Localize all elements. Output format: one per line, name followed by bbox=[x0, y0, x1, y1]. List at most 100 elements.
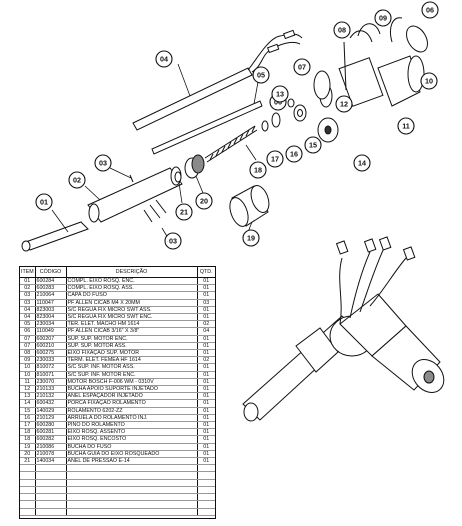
cell-qty: 01 bbox=[197, 428, 215, 437]
cell-qty: 01 bbox=[197, 385, 215, 394]
cell-code: 600432 bbox=[35, 399, 67, 408]
cell-description: ANEL ESPAÇADOR INJETADO bbox=[66, 392, 198, 401]
cell-blank bbox=[197, 479, 215, 487]
cell-blank bbox=[197, 486, 215, 495]
cell-description: TER. ELET. MACHO HM 1614 bbox=[66, 320, 198, 329]
cell-code: 600210 bbox=[35, 342, 67, 351]
svg-text:11: 11 bbox=[402, 122, 410, 131]
callout-11: 11 bbox=[397, 117, 415, 135]
part-21-ring bbox=[174, 171, 183, 204]
table-row-blank bbox=[20, 486, 215, 495]
cell-item: 10 bbox=[20, 371, 36, 379]
cell-code: 210133 bbox=[35, 385, 67, 394]
cell-code: 140029 bbox=[35, 407, 67, 415]
cell-qty: 01 bbox=[197, 407, 215, 415]
cell-qty: 01 bbox=[197, 443, 215, 451]
cell-code: 810072 bbox=[35, 363, 67, 372]
cell-code: 810071 bbox=[35, 371, 67, 379]
svg-text:15: 15 bbox=[309, 141, 317, 150]
table-row-blank bbox=[20, 508, 215, 516]
cell-item: 03 bbox=[20, 291, 36, 300]
part-01-rod bbox=[21, 209, 89, 252]
cell-qty: 01 bbox=[197, 277, 215, 286]
callout-19: 19 bbox=[242, 229, 260, 247]
cell-item: 11 bbox=[20, 378, 36, 387]
part-13-spacer bbox=[287, 98, 295, 108]
cell-code: 600284 bbox=[35, 277, 67, 286]
cell-item: 10 bbox=[20, 363, 36, 372]
cell-item: 07 bbox=[20, 335, 36, 343]
callout-03: 03 bbox=[164, 232, 182, 250]
cell-item: 15 bbox=[20, 407, 36, 415]
cell-code: 823003 bbox=[35, 306, 67, 315]
cell-description: BUCHA DO FUSO bbox=[66, 443, 198, 451]
cell-qty: 01 bbox=[197, 450, 215, 459]
cell-code: 600207 bbox=[35, 335, 67, 343]
svg-text:05: 05 bbox=[257, 71, 265, 80]
cell-qty: 01 bbox=[197, 349, 215, 358]
cell-blank bbox=[66, 486, 198, 495]
table-row-blank bbox=[20, 464, 215, 473]
cell-description: EIXO ROSQ. ENCOSTO bbox=[66, 435, 198, 444]
part-16-washer bbox=[271, 112, 281, 128]
cell-item: 03 bbox=[20, 299, 36, 307]
svg-text:03: 03 bbox=[169, 237, 177, 246]
cell-item: 04 bbox=[20, 306, 36, 315]
cell-blank bbox=[35, 486, 67, 495]
svg-text:21: 21 bbox=[180, 208, 188, 217]
part-20-nut bbox=[184, 154, 205, 194]
svg-text:12: 12 bbox=[340, 100, 348, 109]
cell-qty: 01 bbox=[197, 342, 215, 351]
cell-item: 19 bbox=[20, 443, 36, 451]
part-19-bushing bbox=[229, 185, 270, 233]
cell-qty: 01 bbox=[197, 378, 215, 387]
cell-qty: 01 bbox=[197, 399, 215, 408]
cell-blank bbox=[35, 500, 67, 509]
svg-text:17: 17 bbox=[271, 155, 279, 164]
cell-description: PF ALLEN CICAB 3/16" X 3/8" bbox=[66, 327, 198, 336]
cell-code: 110049 bbox=[35, 327, 67, 336]
cell-blank bbox=[20, 508, 36, 516]
cell-description: EIXO ROSQ. ASSENTO bbox=[66, 428, 198, 437]
cell-qty: 03 bbox=[197, 299, 215, 307]
svg-text:04: 04 bbox=[160, 55, 168, 64]
cell-blank bbox=[35, 493, 67, 502]
cell-qty: 01 bbox=[197, 306, 215, 315]
motor-assembly-exploded bbox=[313, 17, 428, 107]
cell-qty: 01 bbox=[197, 371, 215, 379]
callout-15: 15 bbox=[304, 136, 322, 154]
part-02-tube bbox=[84, 166, 183, 223]
cell-description: ANEL DE PRESSÃO E-14 bbox=[66, 457, 198, 466]
callout-18: 18 bbox=[249, 161, 267, 179]
cell-qty: 01 bbox=[197, 414, 215, 423]
cell-description: S/C REGUA FIX MICRO SWT ENC. bbox=[66, 313, 198, 322]
cell-code: 210064 bbox=[35, 291, 67, 300]
svg-text:01: 01 bbox=[40, 198, 48, 207]
cell-code: 600283 bbox=[35, 284, 67, 293]
cell-qty: 01 bbox=[197, 457, 215, 466]
cell-description: ROLAMENTO 6202-ZZ bbox=[66, 407, 198, 415]
cell-qty: 01 bbox=[197, 421, 215, 430]
cell-qty: 02 bbox=[197, 320, 215, 329]
cell-description: COMPL. EIXO ROSQ. ASS. bbox=[66, 284, 198, 293]
cell-qty: 01 bbox=[197, 363, 215, 372]
cell-description: BUCHA APOIO SUPORTE INJETADO bbox=[66, 385, 198, 394]
cell-blank bbox=[20, 493, 36, 502]
cell-description: SUP. SUP. MOTOR ENC. bbox=[66, 335, 198, 343]
cell-blank bbox=[66, 479, 198, 487]
cell-description: S/C REGUA FIX MICRO SWT ASS. bbox=[66, 306, 198, 315]
cell-description: MOTOR BOSCH F-006 WM - 0310V bbox=[66, 378, 198, 387]
cell-blank bbox=[197, 471, 215, 480]
